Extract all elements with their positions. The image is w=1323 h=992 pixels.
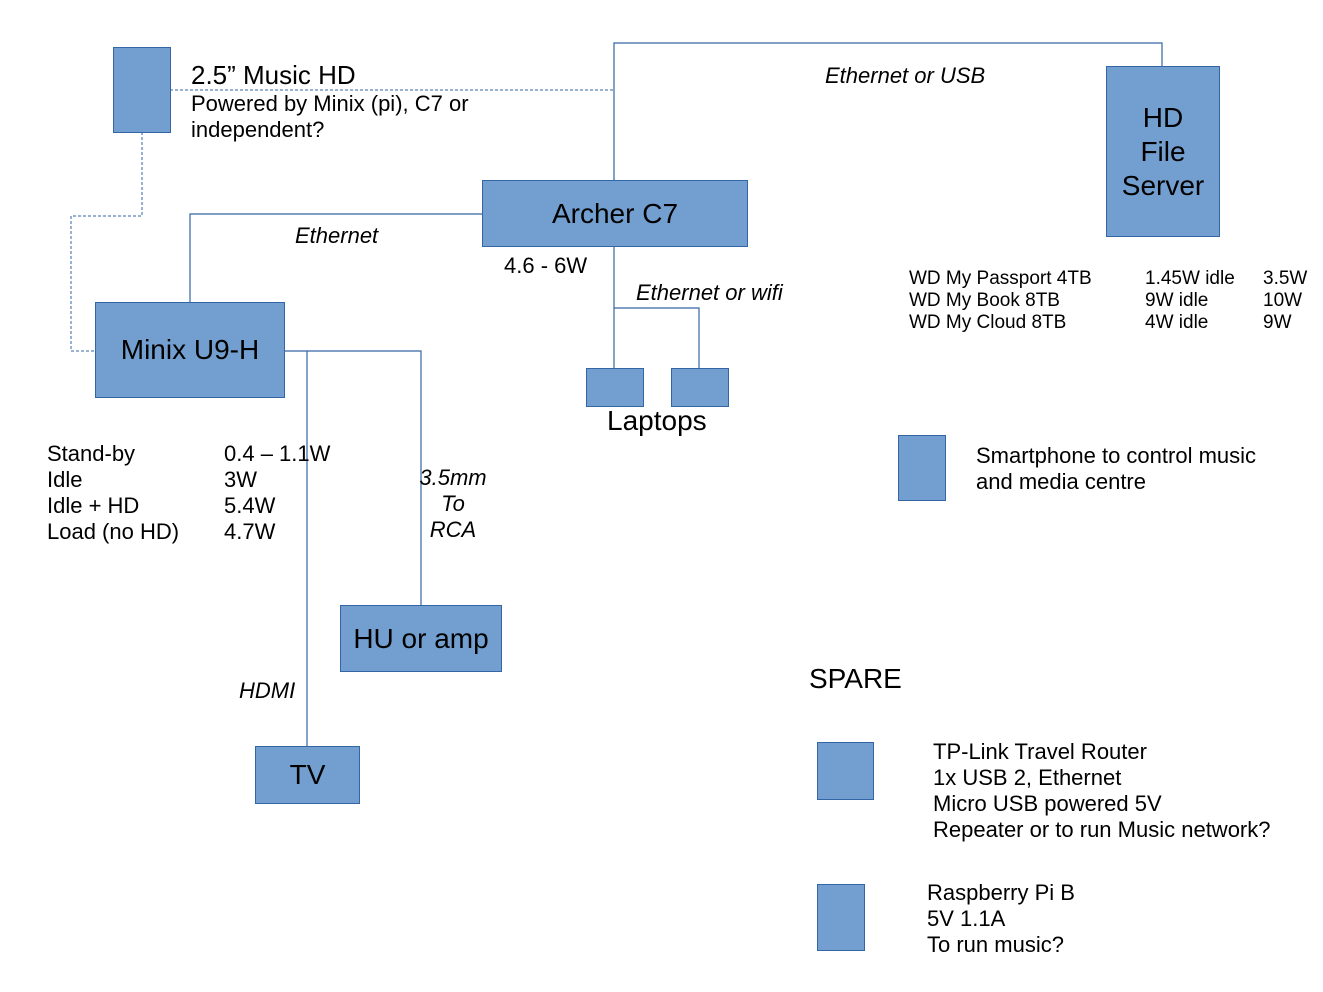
ethernet-or-wifi-label: Ethernet or wifi	[636, 280, 783, 305]
hu-amp-node: HU or amp	[340, 605, 502, 672]
archer-power-label: 4.6 - 6W	[504, 253, 588, 278]
raspberry-pi-node	[817, 884, 865, 951]
drive-names: WD My Passport 4TB WD My Book 8TB WD My …	[909, 268, 1092, 333]
rpi-description: Raspberry Pi B 5V 1.1A To run music?	[927, 880, 1075, 957]
music-hd-description: Powered by Minix (pi), C7 or independent…	[191, 91, 469, 142]
hd-file-server-node: HD File Server	[1106, 66, 1220, 237]
smartphone-description: Smartphone to control music and media ce…	[976, 443, 1257, 494]
hdmi-label: HDMI	[239, 678, 296, 703]
tplink-router-node	[817, 742, 874, 800]
tv-node: TV	[255, 746, 360, 804]
laptop-left-node	[586, 368, 644, 407]
drive-active-power: 3.5W 10W 9W	[1263, 268, 1308, 333]
link-minix-hu	[307, 350, 422, 606]
spare-heading: SPARE	[809, 663, 902, 694]
music-hd-title: 2.5” Music HD	[191, 60, 356, 90]
laptops-label: Laptops	[607, 405, 707, 436]
link-laptop-b	[614, 307, 700, 369]
link-archer-hd-server	[613, 42, 1163, 181]
ethernet-or-usb-label: Ethernet or USB	[825, 63, 986, 88]
link-musichd-minix	[70, 132, 143, 352]
drive-idle-power: 1.45W idle 9W idle 4W idle	[1145, 268, 1235, 333]
tplink-description: TP-Link Travel Router 1x USB 2, Ethernet…	[933, 739, 1271, 842]
audio-link-label: 3.5mm To RCA	[419, 465, 487, 542]
minix-power-values: 0.4 – 1.1W 3W 5.4W 4.7W	[224, 441, 331, 544]
music-hd-node	[113, 47, 171, 133]
ethernet-label: Ethernet	[295, 223, 379, 248]
minix-power-names: Stand-by Idle Idle + HD Load (no HD)	[47, 441, 180, 544]
link-archer-minix	[189, 213, 483, 303]
smartphone-node	[898, 435, 946, 501]
laptop-right-node	[671, 368, 729, 407]
minix-node: Minix U9-H	[95, 302, 285, 398]
archer-c7-node: Archer C7	[482, 180, 748, 247]
